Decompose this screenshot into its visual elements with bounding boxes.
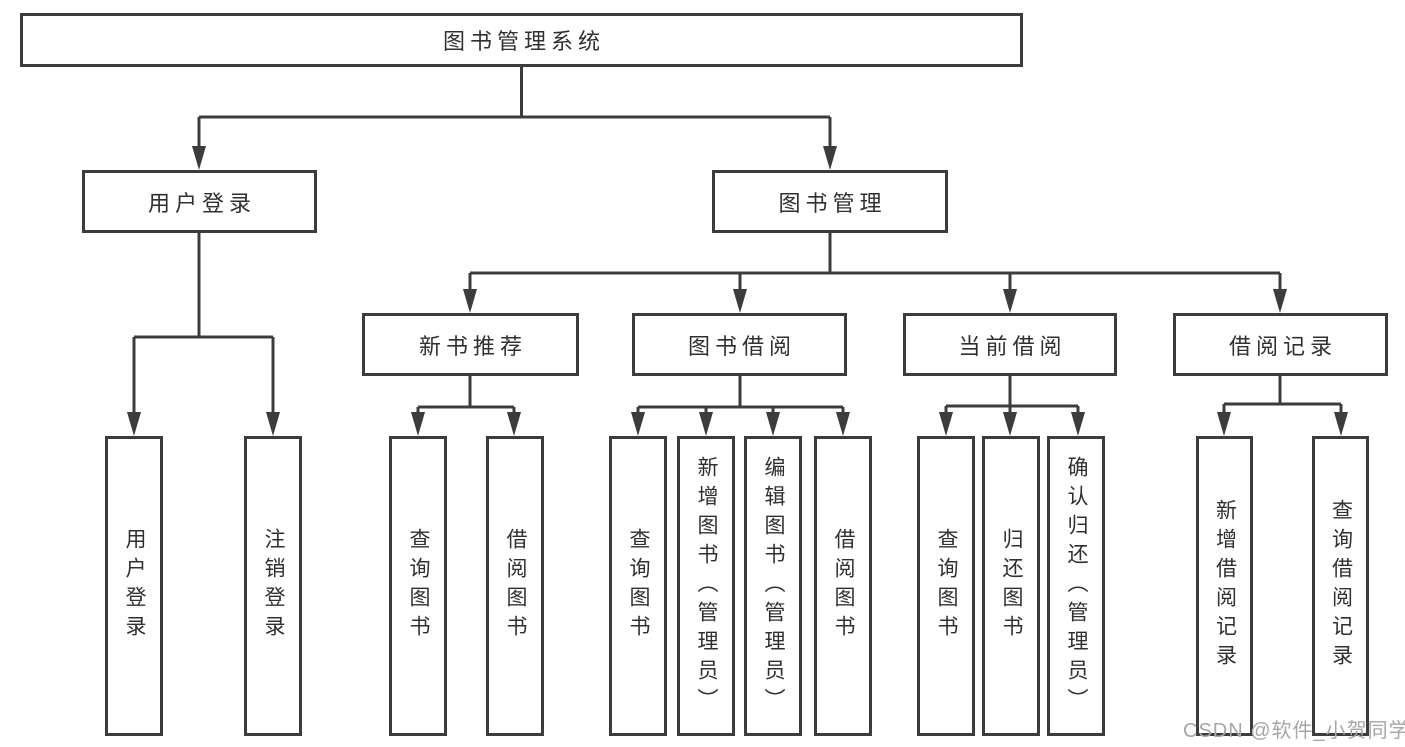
arrowhead: [939, 412, 953, 436]
leaf-borrow-book-recommend: 借阅图书: [486, 436, 544, 736]
leaf-borrow-book: 借阅图书: [814, 436, 872, 736]
connector-user-login-children: [127, 233, 280, 436]
arrowhead: [1071, 412, 1085, 436]
arrowhead: [411, 412, 425, 436]
arrowhead: [823, 146, 837, 170]
leaf-return-book: 归还图书: [982, 436, 1040, 736]
leaf-query-book-borrow: 查询图书: [609, 436, 667, 736]
arrowhead: [1217, 412, 1231, 436]
node-module-current-borrow: 当前借阅: [903, 313, 1117, 376]
arrowhead: [733, 289, 747, 313]
leaf-confirm-return-admin: 确认归还（管理员）: [1047, 436, 1105, 736]
leaf-add-borrow-record: 新增借阅记录: [1196, 436, 1253, 736]
leaf-query-borrow-record: 查询借阅记录: [1312, 436, 1369, 736]
arrowhead: [192, 146, 206, 170]
arrowhead: [836, 412, 850, 436]
arrowhead: [1003, 412, 1017, 436]
node-library-management-system: 图书管理系统: [20, 13, 1023, 67]
connector-new-book-recommend-children: [411, 376, 521, 436]
connector-root-to-branches: [192, 67, 837, 170]
arrowhead: [1003, 289, 1017, 313]
leaf-edit-book-admin: 编辑图书（管理员）: [744, 436, 802, 736]
node-module-book-borrow: 图书借阅: [632, 313, 847, 376]
arrowhead: [507, 412, 521, 436]
connector-book-borrow-children: [631, 376, 850, 436]
arrowhead: [1273, 289, 1287, 313]
leaf-query-book-current: 查询图书: [917, 436, 975, 736]
arrowhead: [766, 412, 780, 436]
arrowhead: [631, 412, 645, 436]
leaf-user-login: 用户登录: [105, 436, 163, 736]
connector-book-management-children: [463, 233, 1287, 313]
node-module-new-book-recommend: 新书推荐: [362, 313, 579, 376]
arrowhead: [266, 412, 280, 436]
leaf-query-book-recommend: 查询图书: [389, 436, 447, 736]
node-branch-book-management: 图书管理: [712, 170, 948, 233]
node-branch-user-login: 用户登录: [82, 170, 317, 233]
connector-borrow-records-children: [1217, 376, 1348, 436]
arrowhead: [463, 289, 477, 313]
csdn-watermark: CSDN @软件_小贺同学: [1183, 720, 1405, 742]
arrowhead: [1334, 412, 1348, 436]
leaf-logout: 注销登录: [244, 436, 302, 736]
connector-current-borrow-children: [939, 376, 1085, 436]
arrowhead: [699, 412, 713, 436]
arrowhead: [127, 412, 141, 436]
leaf-add-book-admin: 新增图书（管理员）: [677, 436, 735, 736]
node-module-borrow-records: 借阅记录: [1173, 313, 1388, 376]
